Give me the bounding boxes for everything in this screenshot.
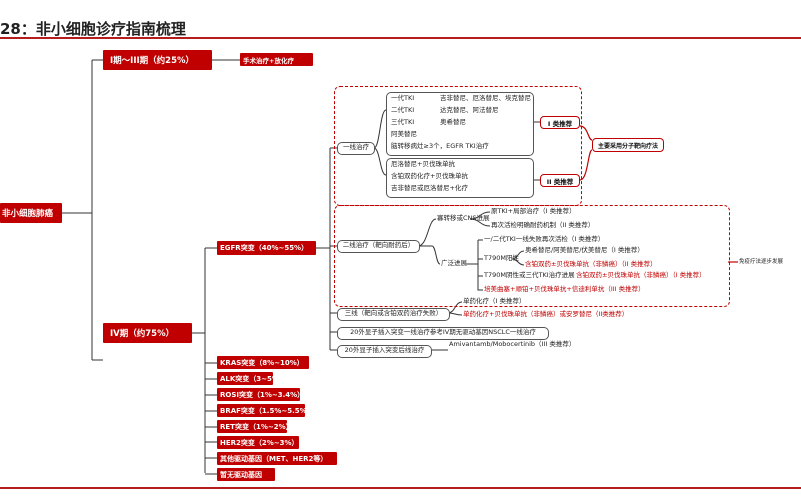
- second-line-dashed-frame: [334, 205, 730, 307]
- tki-gen1-label: 一代TKI: [391, 94, 415, 102]
- title-divider: [0, 37, 801, 39]
- t790m-positive-item-2: 含铂双药±贝伐珠单抗（非鳞癌）（II 类推荐）: [525, 260, 657, 268]
- combo-item-3: 吉非替尼或厄洛替尼+化疗: [391, 184, 468, 192]
- mutation-braf: BRAF突变（1.5%~5.5%）: [217, 404, 314, 417]
- tki-gen2-drugs: 达克替尼、阿法替尼: [440, 106, 499, 114]
- third-line-item-1: 单药化疗（I 类推荐）: [463, 297, 526, 305]
- targeted-therapy-note: 主要采用分子靶向疗法: [592, 138, 664, 152]
- combo-item-2: 含铂双药化疗+贝伐珠单抗: [391, 172, 468, 180]
- tki-aumolertinib: 阿美替尼: [391, 130, 417, 138]
- t790m-positive-item-1: 奥希替尼/阿美替尼/伏美替尼（I 类推荐）: [525, 246, 644, 254]
- third-line-node: 三线（靶向或含铂双药治疗失败）: [337, 308, 450, 321]
- mutation-none: 暂无驱动基因: [217, 468, 275, 481]
- first-line-class2-tag: II 类推荐: [540, 174, 580, 187]
- brain-item-2: 再次活检明确耐药机制（II 类推荐）: [491, 221, 595, 229]
- t790m-negative-label: T790M阴性或三代TKI治疗进展: [484, 271, 575, 279]
- tki-gen1-drugs: 吉非替尼、厄洛替尼、埃克替尼: [440, 94, 531, 102]
- exon20-first-line-node: 20外显子插入突变一线治疗参考IV期无驱动基因NSCLC一线治疗: [337, 327, 549, 340]
- page-title: 28：非小细胞诊疗指南梳理: [0, 20, 186, 38]
- brain-item-1: 原TKI+局部治疗（I 类推荐）: [491, 207, 576, 215]
- wide-progression-label: 广泛进展: [441, 259, 467, 267]
- brain-progression-label: 寡转移或CNS进展: [437, 214, 490, 222]
- tki-brain-metastasis: 脑转移病灶≥3个，EGFR TKI治疗: [391, 142, 489, 150]
- mutation-her2: HER2突变（2%~3%）: [217, 436, 299, 449]
- gen12-rebiopsy: 一/二代TKI一线失败再次活检（I 类推荐）: [484, 235, 605, 243]
- tki-gen3-drugs: 奥希替尼: [440, 118, 466, 126]
- combo-item-1: 厄洛替尼+贝伐珠单抗: [391, 160, 455, 168]
- footer-divider: [0, 487, 801, 489]
- second-line-extra-regimen: 培美曲塞+顺铂+贝伐珠单抗+信迪利单抗（III 类推荐）: [484, 285, 645, 293]
- root-node: 非小细胞肺癌: [0, 203, 62, 223]
- immunotherapy-note: 免疫疗法逐步发展: [739, 259, 784, 265]
- mutation-ret: RET突变（1%~2%）: [217, 420, 293, 433]
- stage-early-treatment: 手术治疗+放化疗: [240, 53, 313, 66]
- mutation-alk: ALK突变（3~5%）: [217, 372, 286, 385]
- mutation-other-drivers: 其他驱动基因（MET、HER2等）: [217, 452, 337, 465]
- exon20-later-line-item: Amivantamb/Mobocertinib（III 类推荐）: [449, 340, 576, 348]
- mutation-kras: KRAS突变（8%~10%）: [217, 356, 309, 369]
- first-line-node: 一线治疗: [337, 142, 375, 155]
- exon20-later-line-node: 20外显子插入突变后线治疗: [337, 345, 432, 358]
- stage-late-node: IV期（约75%）: [103, 323, 192, 343]
- first-line-class1-tag: I 类推荐: [540, 116, 580, 129]
- egfr-node: EGFR突变（40%~55%）: [217, 241, 316, 255]
- stage-early-node: I期～III期（约25%）: [103, 50, 212, 70]
- mutation-ros1: ROSI突变（1%~3.4%）: [217, 388, 304, 401]
- t790m-negative-item: 含铂双药±贝伐珠单抗（非鳞癌）（I 类推荐）: [576, 271, 706, 279]
- second-line-node: 二线治疗（靶向耐药后）: [337, 240, 420, 253]
- t790m-positive-label: T790M阳性: [484, 254, 519, 262]
- third-line-item-2: 单药化疗+贝伐珠单抗（非鳞癌）或安罗替尼（II类推荐）: [463, 310, 629, 318]
- first-line-tki-box: [386, 92, 534, 156]
- first-line-combo-box: [386, 158, 534, 198]
- tki-gen2-label: 二代TKI: [391, 106, 415, 114]
- tki-gen3-label: 三代TKI: [391, 118, 415, 126]
